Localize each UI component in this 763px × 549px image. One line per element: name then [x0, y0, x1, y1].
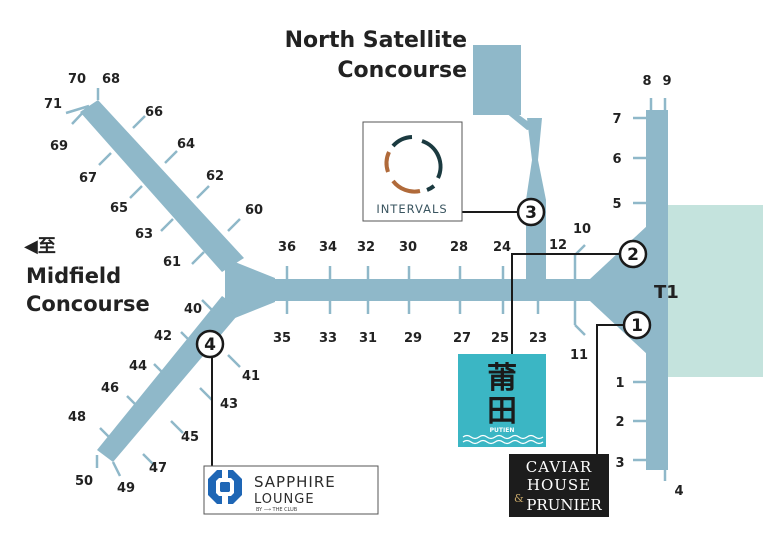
- t1-pier: [646, 110, 668, 470]
- gate-60: 60: [245, 203, 263, 218]
- gate-1: 1: [615, 376, 624, 391]
- gate-10: 10: [573, 222, 591, 237]
- gate-24: 24: [493, 240, 511, 255]
- marker-3[interactable]: 3: [516, 197, 546, 227]
- terminal-label: T1: [654, 282, 679, 303]
- sapphire-lounge-logo-card[interactable]: SAPPHIRE LOUNGE BY ⟶ THE CLUB: [203, 465, 379, 515]
- leader-lines: [211, 211, 624, 466]
- gate-25: 25: [491, 331, 509, 346]
- gate-6: 6: [612, 152, 621, 167]
- marker-2-label: 2: [627, 245, 639, 265]
- putien-wordmark: PUTIEN: [490, 427, 515, 434]
- gate-67: 67: [79, 171, 97, 186]
- gate-42: 42: [154, 329, 172, 344]
- gate-65: 65: [110, 201, 128, 216]
- putien-logo-card[interactable]: 莆 田 PUTIEN: [458, 354, 546, 447]
- midfield-label-2: Concourse: [26, 292, 150, 316]
- gate-30: 30: [399, 240, 417, 255]
- main-pier: [255, 279, 650, 301]
- sw-arm: [97, 296, 242, 462]
- sapphire-subtitle: BY ⟶ THE CLUB: [256, 507, 298, 513]
- gate-23: 23: [529, 331, 547, 346]
- nw-arm: [80, 100, 244, 272]
- gate-63: 63: [135, 227, 153, 242]
- gate-36: 36: [278, 240, 296, 255]
- gate-70: 70: [68, 72, 86, 87]
- gate-28: 28: [450, 240, 468, 255]
- gate-48: 48: [68, 410, 86, 425]
- concourse-network: [80, 45, 668, 470]
- gate-35: 35: [273, 331, 291, 346]
- gate-47: 47: [149, 461, 167, 476]
- terminal-building: [665, 205, 763, 377]
- caviar-house-logo-card[interactable]: CAVIAR HOUSE & PRUNIER: [509, 454, 609, 517]
- marker-4[interactable]: 4: [195, 329, 225, 359]
- gate-7: 7: [612, 112, 621, 127]
- marker-3-label: 3: [525, 203, 537, 223]
- marker-1[interactable]: 1: [622, 310, 652, 340]
- gate-stubs: [65, 88, 667, 481]
- gate-8: 8: [642, 74, 651, 89]
- prunier-wordmark: PRUNIER: [526, 496, 602, 514]
- gate-34: 34: [319, 240, 337, 255]
- gate-33: 33: [319, 331, 337, 346]
- gate-68: 68: [102, 72, 120, 87]
- putien-char-2: 田: [487, 394, 517, 429]
- intervals-logo-card[interactable]: INTERVALS: [362, 121, 463, 222]
- gate-29: 29: [404, 331, 422, 346]
- gate-45: 45: [181, 430, 199, 445]
- gate-5: 5: [612, 197, 621, 212]
- marker-4-label: 4: [204, 335, 216, 355]
- gate-49: 49: [117, 481, 135, 496]
- gate-44: 44: [129, 359, 147, 374]
- gate-2: 2: [615, 415, 624, 430]
- gate-41: 41: [242, 369, 260, 384]
- intervals-wordmark: INTERVALS: [376, 202, 447, 216]
- putien-wave-icon: [462, 434, 544, 445]
- gate-31: 31: [359, 331, 377, 346]
- gate-66: 66: [145, 105, 163, 120]
- gate-43: 43: [220, 397, 238, 412]
- gate-11: 11: [570, 348, 588, 363]
- midfield-label-1: Midfield: [26, 264, 121, 288]
- lounge-wordmark: LOUNGE: [254, 492, 315, 507]
- intervals-ring-icon: [384, 135, 443, 194]
- gate-62: 62: [206, 169, 224, 184]
- marker-2[interactable]: 2: [618, 239, 648, 269]
- gate-27: 27: [453, 331, 471, 346]
- north-satellite-label-1: North Satellite: [285, 28, 467, 53]
- gate-9: 9: [662, 74, 671, 89]
- house-wordmark: HOUSE: [527, 476, 591, 494]
- midfield-arrow: ◀至: [24, 236, 56, 257]
- gate-40: 40: [184, 302, 202, 317]
- gate-71: 71: [44, 97, 62, 112]
- gate-12: 12: [549, 238, 567, 253]
- gate-50: 50: [75, 474, 93, 489]
- caviar-ampersand: &: [514, 492, 524, 505]
- north-satellite-label-2: Concourse: [337, 58, 467, 83]
- north-satellite-block: [473, 45, 521, 115]
- sapphire-wordmark: SAPPHIRE: [254, 473, 336, 491]
- gate-69: 69: [50, 139, 68, 154]
- north-connector-bend: [505, 112, 537, 130]
- hub-junction: [225, 258, 275, 322]
- gate-numbers: 36 34 32 30 28 24 12 10 35 33 31 29 27 2…: [44, 72, 684, 499]
- gate-32: 32: [357, 240, 375, 255]
- marker-1-label: 1: [631, 316, 643, 336]
- gate-46: 46: [101, 381, 119, 396]
- gate-4: 4: [674, 484, 683, 499]
- gate-3: 3: [615, 456, 624, 471]
- gate-61: 61: [163, 255, 181, 270]
- putien-char-1: 莆: [487, 361, 517, 396]
- gate-64: 64: [177, 137, 195, 152]
- caviar-wordmark: CAVIAR: [526, 458, 592, 476]
- sapphire-octagon-icon: [208, 470, 242, 504]
